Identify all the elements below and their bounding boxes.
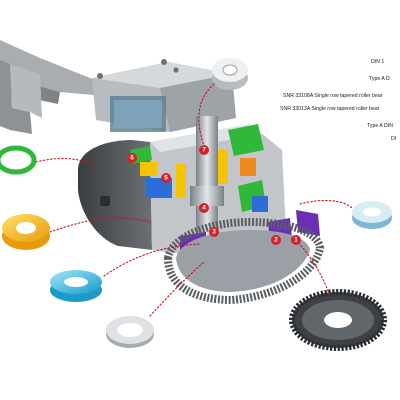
callout-6: 6 (127, 153, 137, 163)
svg-text:3: 3 (212, 229, 216, 236)
mounting-bracket (0, 40, 105, 134)
top-bearing-icon (212, 58, 248, 90)
svg-text:6: 6 (130, 155, 134, 162)
silver-washer-icon (106, 316, 154, 348)
housing-ring-gear (163, 217, 325, 305)
label-snr-33013a: SNR 33013A Single row tapered roller bea… (280, 106, 380, 112)
part-labels: DIN 1 Type A D SNR 33108A Single row tap… (280, 59, 396, 142)
label-type-a-din: Type A DIN (367, 123, 393, 129)
cyan-bearing-icon (50, 270, 102, 302)
svg-text:7: 7 (202, 147, 206, 154)
label-snr-33108a: SNR 33108A Single row tapered roller bea… (283, 93, 383, 99)
callout-7: 7 (199, 145, 209, 155)
label-din-1: DIN 1 (371, 59, 384, 65)
label-type-a-d: Type A D (369, 76, 390, 82)
green-ring-icon (0, 145, 37, 175)
svg-text:2: 2 (274, 237, 278, 244)
callout-markers: 1 2 3 4 5 6 7 (127, 145, 301, 245)
callout-1: 1 (291, 235, 301, 245)
svg-text:1: 1 (294, 237, 298, 244)
right-bearing-icon (352, 201, 392, 229)
callout-2: 2 (271, 235, 281, 245)
svg-text:5: 5 (164, 175, 168, 182)
callout-3: 3 (209, 227, 219, 237)
internal-seals (140, 150, 268, 212)
svg-text:4: 4 (202, 205, 206, 212)
yellow-bearing-icon (2, 214, 50, 250)
ring-gear-icon (289, 289, 387, 351)
leader-lines (35, 83, 353, 317)
callout-5: 5 (161, 173, 171, 183)
callout-4: 4 (199, 203, 209, 213)
label-di: DI (391, 136, 396, 142)
